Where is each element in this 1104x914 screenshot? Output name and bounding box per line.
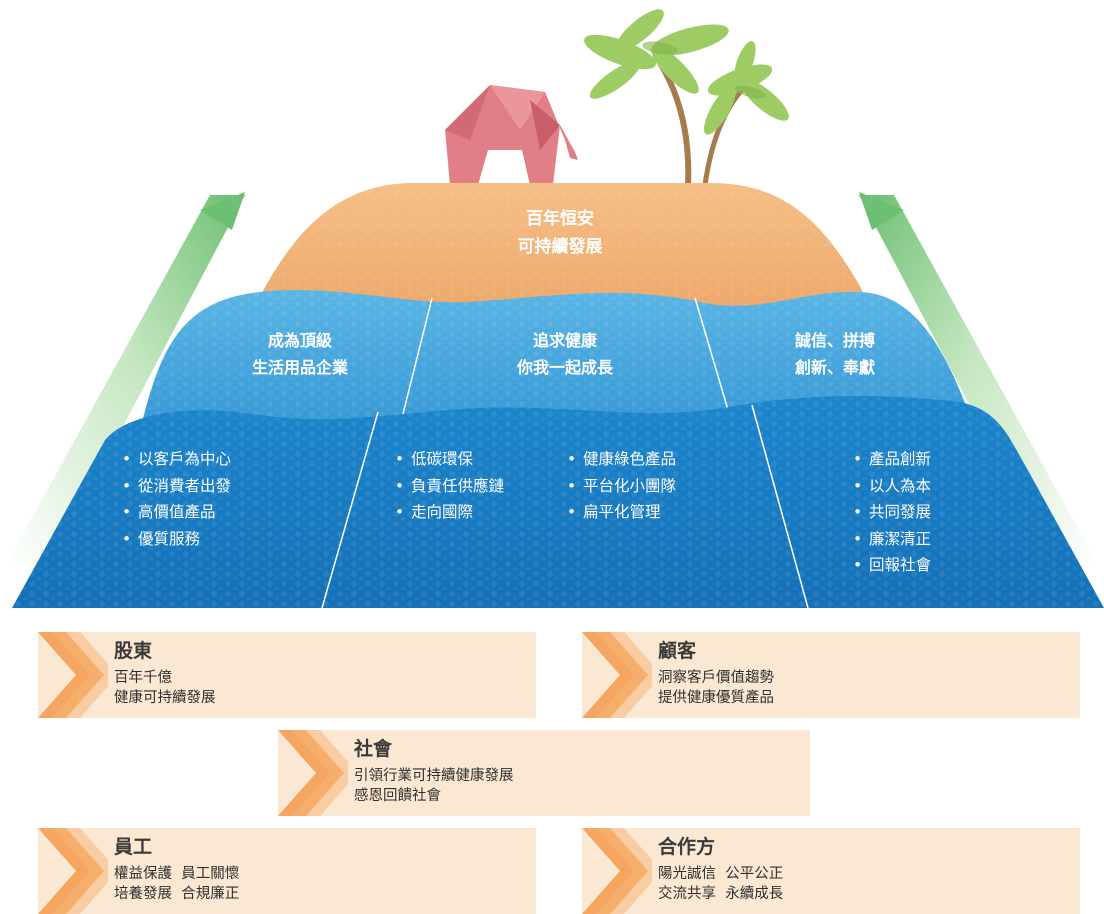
card-line: 培養發展 合規廉正: [114, 886, 240, 902]
list-item: 走向國際: [395, 499, 504, 526]
middle-right-line2: 創新、奉獻: [794, 358, 875, 377]
card-line: 權益保護 員工關懷: [114, 866, 240, 882]
middle-left-line2: 生活用品企業: [251, 358, 348, 377]
bottom-list-center-b: 健康綠色產品 平台化小團隊 扁平化管理: [567, 446, 676, 526]
card-shareholders: 股東 百年千億 健康可持續發展: [38, 632, 536, 718]
card-line: 提供健康優質產品: [658, 690, 774, 706]
list-item: 產品創新: [853, 446, 931, 473]
card-title: 顧客: [658, 640, 697, 662]
list-item: 共同發展: [853, 499, 931, 526]
card-title: 員工: [114, 836, 153, 858]
top-line1: 百年恒安: [526, 209, 594, 229]
list-item: 以客戶為中心: [122, 446, 231, 473]
list-item: 廉潔清正: [853, 526, 931, 553]
bottom-list-left: 以客戶為中心 從消費者出發 高價值產品 優質服務: [122, 446, 231, 552]
list-item: 負責任供應鏈: [395, 473, 504, 500]
palm-tree-icon: [584, 9, 789, 186]
left-green-arrow: [6, 195, 245, 565]
top-line2: 可持續發展: [517, 237, 603, 257]
card-line: 引領行業可持續健康發展: [354, 768, 514, 784]
chevron-right-icon: [278, 730, 348, 816]
chevron-right-icon: [38, 828, 108, 914]
card-title: 合作方: [658, 836, 716, 858]
list-item: 回報社會: [853, 552, 931, 579]
card-line: 交流共享 永續成長: [658, 886, 784, 902]
middle-center-line1: 追求健康: [532, 331, 597, 350]
bottom-list-right: 產品創新 以人為本 共同發展 廉潔清正 回報社會: [853, 446, 931, 579]
top-tier-text: 百年恒安 可持續發展: [470, 205, 650, 261]
pyramid-illustration: [6, 9, 1104, 609]
chevron-right-icon: [582, 632, 652, 718]
card-line: 健康可持續發展: [114, 690, 216, 706]
card-partners: 合作方 陽光誠信 公平公正 交流共享 永續成長: [582, 828, 1080, 914]
left-arrow-head: [200, 192, 245, 230]
middle-left-line1: 成為頂級: [267, 331, 332, 350]
middle-text-right: 誠信、拼搏 創新、奉獻: [750, 327, 920, 381]
bottom-list-center-a: 低碳環保 負責任供應鏈 走向國際: [395, 446, 504, 526]
card-society: 社會 引領行業可持續健康發展 感恩回饋社會: [278, 730, 810, 816]
middle-text-left: 成為頂級 生活用品企業: [215, 327, 385, 381]
list-item: 以人為本: [853, 473, 931, 500]
elephant-icon: [445, 85, 578, 185]
card-title: 股東: [114, 640, 153, 662]
list-item: 從消費者出發: [122, 473, 231, 500]
card-line: 感恩回饋社會: [354, 788, 441, 804]
right-green-arrow: [859, 195, 1098, 565]
right-arrow-head: [859, 192, 904, 230]
list-item: 低碳環保: [395, 446, 504, 473]
list-item: 平台化小團隊: [567, 473, 676, 500]
list-item: 健康綠色產品: [567, 446, 676, 473]
card-employees: 員工 權益保護 員工關懷 培養發展 合規廉正: [38, 828, 536, 914]
card-customers: 顧客 洞察客戶價值趨勢 提供健康優質產品: [582, 632, 1080, 718]
card-line: 百年千億: [114, 670, 172, 686]
middle-right-line1: 誠信、拼搏: [794, 331, 875, 350]
chevron-right-icon: [582, 828, 652, 914]
chevron-right-icon: [38, 632, 108, 718]
list-item: 優質服務: [122, 526, 231, 553]
card-line: 洞察客戶價值趨勢: [658, 670, 774, 686]
card-title: 社會: [354, 738, 393, 760]
list-item: 扁平化管理: [567, 499, 676, 526]
card-line: 陽光誠信 公平公正: [658, 866, 784, 882]
middle-center-line2: 你我一起成長: [516, 358, 613, 377]
list-item: 高價值產品: [122, 499, 231, 526]
middle-text-center: 追求健康 你我一起成長: [480, 327, 650, 381]
